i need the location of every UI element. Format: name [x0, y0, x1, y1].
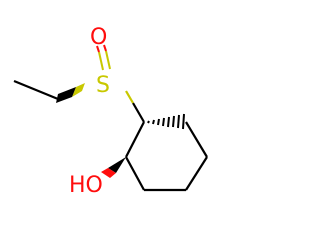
wedge-bond-s-ch2-sulfur-part — [72, 83, 85, 97]
atom-label-sulfur: S — [96, 73, 110, 98]
bond-c1-s-sulfur-half — [125, 90, 134, 104]
bond-s-o-2-oxygen-half — [103, 44, 107, 52]
wedge-bond-c2-o — [108, 157, 126, 173]
wedge-bond-s-ch2 — [56, 87, 76, 103]
bond-ch2-ch3 — [13, 79, 59, 101]
ring-bond-c2-c3 — [125, 156, 145, 191]
bond-c1-s-carbon-half — [132, 102, 145, 123]
hashed-wedge-bond-c1-c6 — [147, 113, 185, 130]
wedge-bond-c2-o-oxygen-part — [101, 168, 116, 178]
bond-s-o-1-oxygen-half — [96, 45, 100, 53]
bond-s-o-2 — [105, 50, 111, 70]
ring-bond-c1-c2 — [125, 121, 145, 158]
structure-canvas: O S HO — [13, 25, 208, 198]
bond-s-o-1 — [98, 51, 104, 71]
molecule-drawing: O S HO — [13, 25, 208, 198]
atom-label-oxygen-sulfinyl: O — [90, 25, 107, 50]
ring-bond-c5-c6 — [185, 121, 208, 158]
atom-label-hydroxyl: HO — [69, 173, 103, 198]
ring-bond-c4-c5 — [185, 156, 208, 191]
